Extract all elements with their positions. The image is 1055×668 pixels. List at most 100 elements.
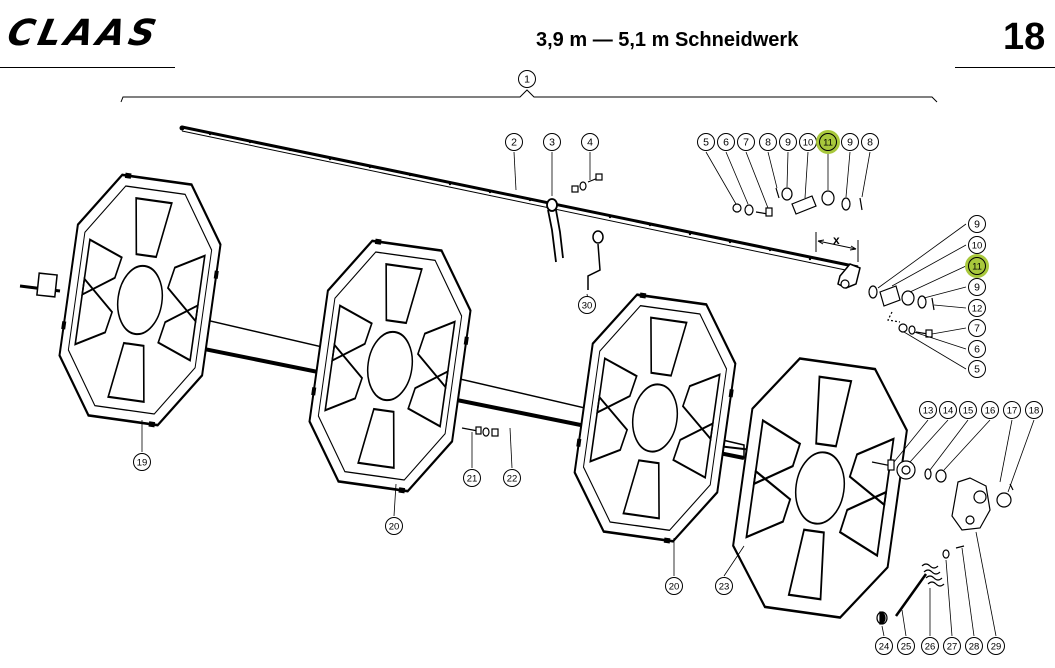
callout-9: 9 [841, 133, 859, 151]
callout-21: 21 [463, 469, 481, 487]
callout-circle [133, 453, 151, 471]
callout-number: 7 [974, 323, 980, 335]
callout-number: 1 [524, 74, 530, 86]
callout-circle [543, 133, 561, 151]
callout-8: 8 [759, 133, 777, 151]
callout-10: 10 [799, 133, 817, 151]
callout-circle [737, 133, 755, 151]
callout-6: 6 [968, 340, 986, 358]
callout-circle [987, 637, 1005, 655]
tine-spring [546, 198, 564, 263]
disc-bolt-21 [461, 426, 499, 437]
callout-number: 11 [972, 262, 982, 273]
callout-number: 17 [1007, 406, 1018, 417]
callout-number: 7 [743, 137, 749, 149]
callout-number: 25 [901, 642, 912, 653]
callout-number: 6 [974, 344, 980, 356]
callout-circle [959, 401, 977, 419]
callout-7: 7 [737, 133, 755, 151]
callout-5: 5 [697, 133, 715, 151]
callout-20: 20 [385, 517, 403, 535]
callout-7: 7 [968, 319, 986, 337]
callout-number: 2 [511, 137, 517, 149]
callout-3: 3 [543, 133, 561, 151]
callout-10: 10 [968, 236, 986, 254]
callout-circle [968, 257, 986, 275]
callout-circle [505, 133, 523, 151]
callout-circle [779, 133, 797, 151]
callout-number: 20 [669, 582, 680, 593]
callout-circle [968, 299, 986, 317]
callout-20: 20 [665, 577, 683, 595]
callout-12: 12 [968, 299, 986, 317]
callout-30: 30 [578, 296, 596, 314]
callout-circle [819, 133, 837, 151]
callout-number: 10 [972, 241, 983, 252]
callout-26: 26 [921, 637, 939, 655]
callout-23: 23 [715, 577, 733, 595]
callout-number: 4 [587, 137, 593, 149]
callout-18: 18 [1025, 401, 1043, 419]
callout-22: 22 [503, 469, 521, 487]
dimension-x [815, 232, 859, 262]
callout-2: 2 [505, 133, 523, 151]
callout-number: 27 [947, 642, 958, 653]
dimension-x-label: x [833, 233, 840, 247]
callout-circle [968, 236, 986, 254]
callout-circle [717, 133, 735, 151]
callout-circle [921, 637, 939, 655]
callout-circle [968, 215, 986, 233]
leader-lines [141, 151, 1035, 637]
callout-circle [385, 517, 403, 535]
callout-circle [968, 360, 986, 378]
spring-assembly [876, 545, 965, 625]
callout-number: 18 [1029, 406, 1040, 417]
callout-25: 25 [897, 637, 915, 655]
callout-number: 6 [723, 137, 729, 149]
callout-19: 19 [133, 453, 151, 471]
callout-circle [665, 577, 683, 595]
tine-holder [587, 230, 604, 290]
callout-circle [518, 70, 536, 88]
bolt-4 [571, 173, 603, 193]
callout-number: 21 [467, 474, 478, 485]
callout-14: 14 [939, 401, 957, 419]
callout-circle [919, 401, 937, 419]
callout-11: 11 [816, 130, 840, 154]
callout-number: 14 [943, 406, 954, 417]
callout-number: 8 [867, 137, 873, 149]
header-rule-left [0, 67, 175, 68]
callout-number: 13 [923, 406, 934, 417]
callout-circle [968, 319, 986, 337]
header-rule-right [955, 67, 1055, 68]
callout-circle [1003, 401, 1021, 419]
callout-5: 5 [968, 360, 986, 378]
callout-number: 9 [974, 282, 980, 294]
callout-circle [463, 469, 481, 487]
reel-spider-19 [48, 165, 232, 435]
callout-number: 28 [969, 642, 980, 653]
hub-parts [871, 459, 1014, 531]
callout-24: 24 [875, 637, 893, 655]
callout-circle [715, 577, 733, 595]
callout-15: 15 [959, 401, 977, 419]
callout-number: 26 [925, 642, 936, 653]
callout-17: 17 [1003, 401, 1021, 419]
callout-circle [861, 133, 879, 151]
callout-circle [697, 133, 715, 151]
callout-9: 9 [968, 278, 986, 296]
callout-27: 27 [943, 637, 961, 655]
callout-6: 6 [717, 133, 735, 151]
end-disc-23 [724, 351, 916, 625]
callout-29: 29 [987, 637, 1005, 655]
callout-1: 1 [518, 70, 536, 88]
callout-number: 11 [823, 138, 833, 149]
callout-circle [968, 340, 986, 358]
callout-circle [759, 133, 777, 151]
callout-number: 30 [582, 301, 593, 312]
callout-number: 9 [847, 137, 853, 149]
bearing-bolt-set-right [868, 285, 935, 338]
